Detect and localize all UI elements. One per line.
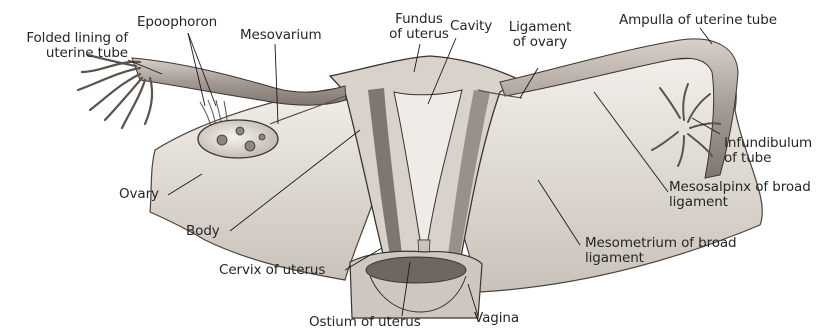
ovary (198, 120, 278, 158)
label-cavity: Cavity (450, 19, 492, 34)
label-ligament-of-ovary: Ligament of ovary (500, 20, 580, 50)
label-mesovarium: Mesovarium (240, 28, 322, 43)
label-infundibulum: Infundibulum of tube (724, 136, 812, 166)
label-folded-lining: Folded lining of uterine tube (4, 31, 128, 61)
label-ovary: Ovary (119, 187, 159, 202)
label-ostium: Ostium of uterus (309, 315, 421, 330)
label-mesosalpinx: Mesosalpinx of broad ligament (669, 180, 811, 210)
label-epoophoron: Epoophoron (137, 15, 217, 30)
left-uterine-tube (132, 58, 346, 105)
label-ampulla: Ampulla of uterine tube (619, 13, 777, 28)
label-mesometrium: Mesometrium of broad ligament (585, 236, 737, 266)
label-vagina: Vagina (474, 311, 519, 326)
label-body: Body (186, 224, 220, 239)
left-broad-ligament (150, 87, 372, 280)
label-cervix: Cervix of uterus (219, 263, 325, 278)
